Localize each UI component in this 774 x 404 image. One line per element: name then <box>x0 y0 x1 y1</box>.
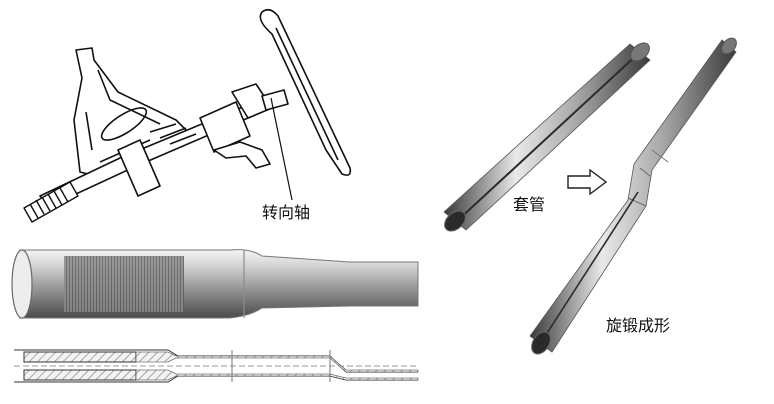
tube-cross-section <box>14 349 419 383</box>
sleeve-tube-render <box>443 42 651 232</box>
swaged-tube-render <box>529 37 737 355</box>
steering-shaft-label: 转向轴 <box>262 203 311 222</box>
swaged-tube-photo <box>11 236 419 326</box>
steering-column-drawing <box>23 8 352 223</box>
process-arrow <box>567 168 608 196</box>
steering-wheel <box>259 8 352 176</box>
spline-section <box>64 256 184 312</box>
leader-line <box>270 97 293 201</box>
sleeve-tube-label: 套管 <box>513 195 546 214</box>
column-shaft <box>39 83 289 207</box>
tube-open-end <box>11 249 33 319</box>
rotary-swaging-label: 旋锻成形 <box>606 316 671 335</box>
corrugated-joint <box>23 181 79 223</box>
